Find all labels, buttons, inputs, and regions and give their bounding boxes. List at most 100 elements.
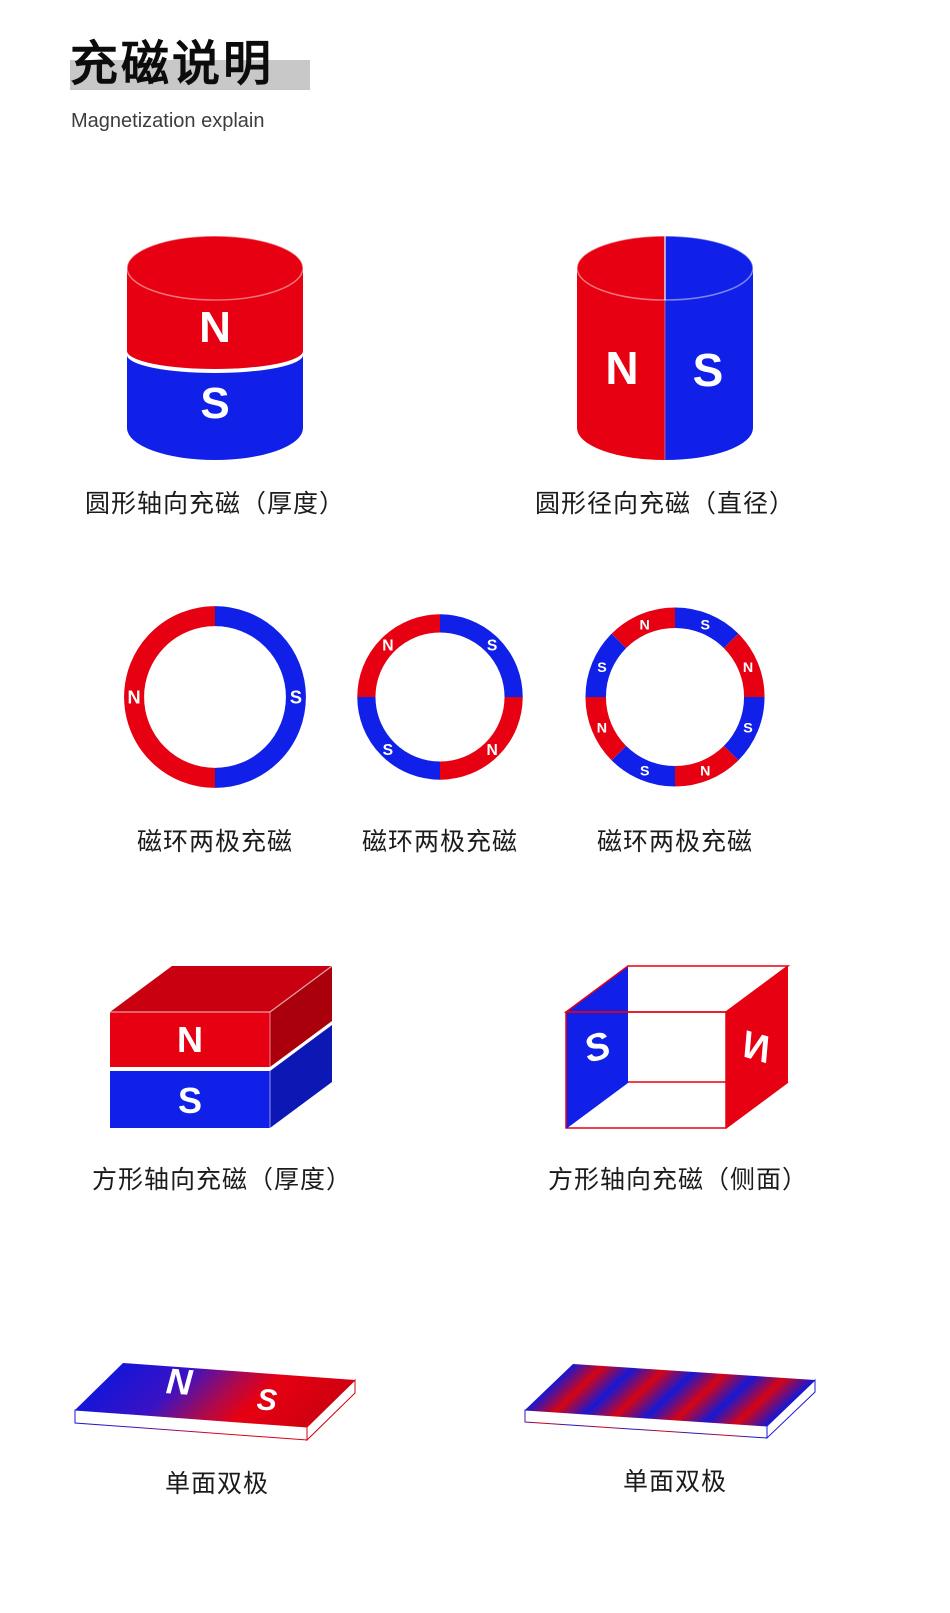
n-pole-label: N xyxy=(640,617,650,633)
block-right-face-north xyxy=(270,966,332,1067)
south-front-face xyxy=(110,1071,270,1128)
figure-ring-four-pole: N S S N 磁环两极充磁 xyxy=(280,594,600,858)
s-segment xyxy=(585,633,627,698)
figure-caption: 磁环两极充磁 xyxy=(361,828,518,856)
cylinder-radial-svg: N S xyxy=(576,235,754,460)
n-pole-label: N xyxy=(748,1340,770,1369)
n-segment xyxy=(674,745,739,787)
n-segment xyxy=(585,696,627,761)
figure-caption: 磁环两极充磁 xyxy=(596,828,753,856)
n-segment xyxy=(357,614,441,698)
figure-cylinder-radial: N S 圆形径向充磁（直径） xyxy=(495,228,835,520)
north-half-top xyxy=(577,236,665,300)
s-pole-label: S xyxy=(256,1383,278,1417)
block-side-diagram: S N xyxy=(558,950,798,1140)
n-pole-label: N xyxy=(743,660,753,676)
s-pole-label: S xyxy=(693,344,724,396)
n-pole-label: N xyxy=(486,742,497,759)
figure-plate-two-pole: N S 单面双极 xyxy=(37,1332,397,1500)
page-subtitle: Magnetization explain xyxy=(71,110,265,132)
figure-caption: 圆形轴向充磁（厚度） xyxy=(84,490,345,518)
figure-block-axial: N S 方形轴向充磁（厚度） xyxy=(52,950,392,1196)
n-pole-label: N xyxy=(199,303,231,352)
south-half-body xyxy=(665,268,753,460)
block-axial-diagram: N S xyxy=(102,950,342,1140)
n-pole-label: N xyxy=(165,1360,195,1403)
n-pole-label: N xyxy=(605,342,638,394)
block-side-svg: S N xyxy=(563,965,791,1129)
plate-right-side xyxy=(766,1378,816,1440)
north-side-face xyxy=(726,966,788,1128)
south-half-body xyxy=(127,355,303,460)
cylinder-top-face xyxy=(126,235,304,301)
block-axial-svg: N S xyxy=(110,965,333,1128)
north-front-face xyxy=(110,1012,270,1067)
figure-plate-multi-pole: N S N S N S 单面双极 xyxy=(495,1298,855,1498)
ring-four-pole-diagram: N S S N xyxy=(349,594,531,800)
s-pole-label: S xyxy=(631,1314,651,1343)
block-right-face-south xyxy=(270,1025,332,1128)
n-pole-label: N xyxy=(597,721,607,737)
s-pole-label: S xyxy=(597,660,607,676)
figure-caption: 方形轴向充磁（厚度） xyxy=(91,1166,352,1194)
s-segment xyxy=(439,614,523,698)
s-pole-label: S xyxy=(290,687,302,707)
s-segment xyxy=(611,745,676,787)
plate-multi-pole-diagram: N S N S N S xyxy=(515,1298,835,1448)
s-pole-label: S xyxy=(708,1330,728,1359)
figure-caption: 磁环两极充磁 xyxy=(136,828,293,856)
n-pole-label: N xyxy=(700,763,710,779)
n-segment xyxy=(439,696,523,780)
s-pole-label: S xyxy=(701,617,711,633)
plate-top-face xyxy=(525,1364,815,1426)
ring-two-pole-diagram: N S xyxy=(115,594,315,800)
plate-two-pole-svg: N S xyxy=(74,1360,356,1442)
cylinder-axial-svg: N S xyxy=(126,235,304,460)
n-pole-label: N xyxy=(669,1316,691,1345)
n-segment xyxy=(611,607,676,649)
cylinder-radial-diagram: N S xyxy=(555,228,775,468)
plate-multi-pole-svg: N S N S N S xyxy=(524,1298,816,1440)
s-pole-label: S xyxy=(178,1080,202,1121)
figure-caption: 单面双极 xyxy=(164,1470,269,1498)
s-segment xyxy=(357,696,441,780)
s-pole-label: S xyxy=(487,638,497,655)
figure-caption: 圆形径向充磁（直径） xyxy=(534,490,795,518)
figure-caption: 方形轴向充磁（侧面） xyxy=(547,1166,808,1194)
n-pole-label: N xyxy=(128,687,141,707)
cylinder-axial-diagram: N S xyxy=(105,228,325,468)
n-pole-label: N xyxy=(604,1298,626,1327)
title-highlight-bar xyxy=(70,60,310,90)
figure-block-side: S N 方形轴向充磁（侧面） xyxy=(508,950,848,1196)
south-half-top xyxy=(665,236,753,300)
s-segment xyxy=(723,696,765,761)
figure-ring-two-pole: N S 磁环两极充磁 xyxy=(45,594,385,858)
figure-ring-multi-pole: N S N S N S N S 磁环两极充磁 xyxy=(515,594,835,858)
n-segment xyxy=(124,606,216,788)
n-segment xyxy=(723,633,765,698)
figure-caption: 单面双极 xyxy=(622,1468,727,1496)
plate-top-face xyxy=(75,1363,355,1427)
s-segment xyxy=(674,607,739,649)
south-side-face xyxy=(566,966,628,1128)
page-title: 充磁说明 xyxy=(70,38,275,91)
edge-highlight xyxy=(269,965,333,1013)
north-half-body xyxy=(577,268,665,460)
ring-multi-pole-svg: N S N S N S N S xyxy=(585,607,765,787)
s-pole-label: S xyxy=(640,763,650,779)
n-pole-label: N xyxy=(177,1019,203,1060)
s-pole-label: S xyxy=(383,742,393,759)
n-pole-label: N xyxy=(382,638,393,655)
s-pole-label: S xyxy=(200,379,229,428)
s-segment xyxy=(214,606,306,788)
wireframe-right-bottom-edge xyxy=(725,1081,789,1129)
s-pole-label: S xyxy=(788,1350,808,1379)
ring-multi-pole-diagram: N S N S N S N S xyxy=(577,594,773,800)
block-top-face xyxy=(110,966,332,1012)
ring-two-pole-svg: N S xyxy=(124,606,306,788)
wireframe-left-bottom-edge xyxy=(565,1081,629,1129)
ring-four-pole-svg: N S S N xyxy=(357,614,523,780)
figure-cylinder-axial: N S 圆形轴向充磁（厚度） xyxy=(45,228,385,520)
s-pole-label: S xyxy=(743,721,753,737)
